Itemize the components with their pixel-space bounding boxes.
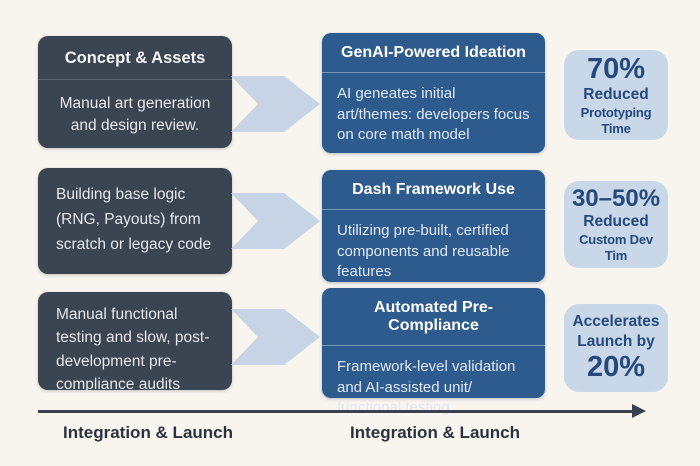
stat-value: 30–50% xyxy=(571,184,661,212)
traditional-step-base-logic: Building base logic (RNG, Payouts) from … xyxy=(38,168,232,274)
divider xyxy=(322,345,545,346)
stat-label: Accelerates xyxy=(572,313,660,331)
stat-label: Reduced xyxy=(583,213,649,231)
stat-card-launch-acceleration: Accelerates Launch by 20% xyxy=(564,304,668,392)
stat-card-custom-dev-time: 30–50% Reduced Custom Dev Tim xyxy=(564,181,668,268)
stat-label: Launch by xyxy=(577,332,655,350)
box-body: Manual functional testing and slow, post… xyxy=(56,306,210,393)
box-body: Manual art generation and design review. xyxy=(59,95,211,134)
divider xyxy=(322,209,545,210)
timeline-axis-line xyxy=(38,410,634,413)
arrow-right-chevron-icon xyxy=(231,309,320,365)
box-body: Framework-level validation and AI-assist… xyxy=(337,358,516,417)
arrow-right-chevron-icon xyxy=(231,193,320,249)
box-body: Utilizing pre-built, certified component… xyxy=(337,222,510,281)
stat-card-prototyping-time: 70% Reduced Prototyping Time xyxy=(564,50,668,140)
box-title: Automated Pre-Compliance xyxy=(373,299,494,334)
timeline-arrowhead-icon xyxy=(632,404,646,418)
divider xyxy=(322,72,545,73)
stat-label: Reduced xyxy=(583,86,649,104)
traditional-step-concept-assets: Concept & Assets Manual art generation a… xyxy=(38,36,232,148)
axis-label-left: Integration & Launch xyxy=(63,423,233,442)
box-title: Concept & Assets xyxy=(64,49,206,67)
stat-value: 70% xyxy=(586,52,646,85)
box-body: AI geneates initial art/themes: develope… xyxy=(337,85,530,144)
genai-step-dash-framework: Dash Framework Use Utilizing pre-built, … xyxy=(322,170,545,282)
box-body: Building base logic (RNG, Payouts) from … xyxy=(56,186,212,254)
axis-label-center: Integration & Launch xyxy=(350,423,520,442)
box-title: GenAI-Powered Ideation xyxy=(341,44,526,61)
arrow-right-chevron-icon xyxy=(231,76,320,132)
genai-step-ideation: GenAI-Powered Ideation AI geneates initi… xyxy=(322,33,545,153)
stat-sublabel: Custom Dev Tim xyxy=(579,231,653,263)
divider xyxy=(38,79,232,80)
genai-step-automated-precompliance: Automated Pre-Compliance Framework-level… xyxy=(322,288,545,416)
traditional-step-manual-testing: Manual functional testing and slow, post… xyxy=(38,292,232,393)
stat-value: 20% xyxy=(586,351,646,384)
stat-sublabel: Prototyping Time xyxy=(580,104,652,136)
box-title: Dash Framework Use xyxy=(352,181,515,198)
